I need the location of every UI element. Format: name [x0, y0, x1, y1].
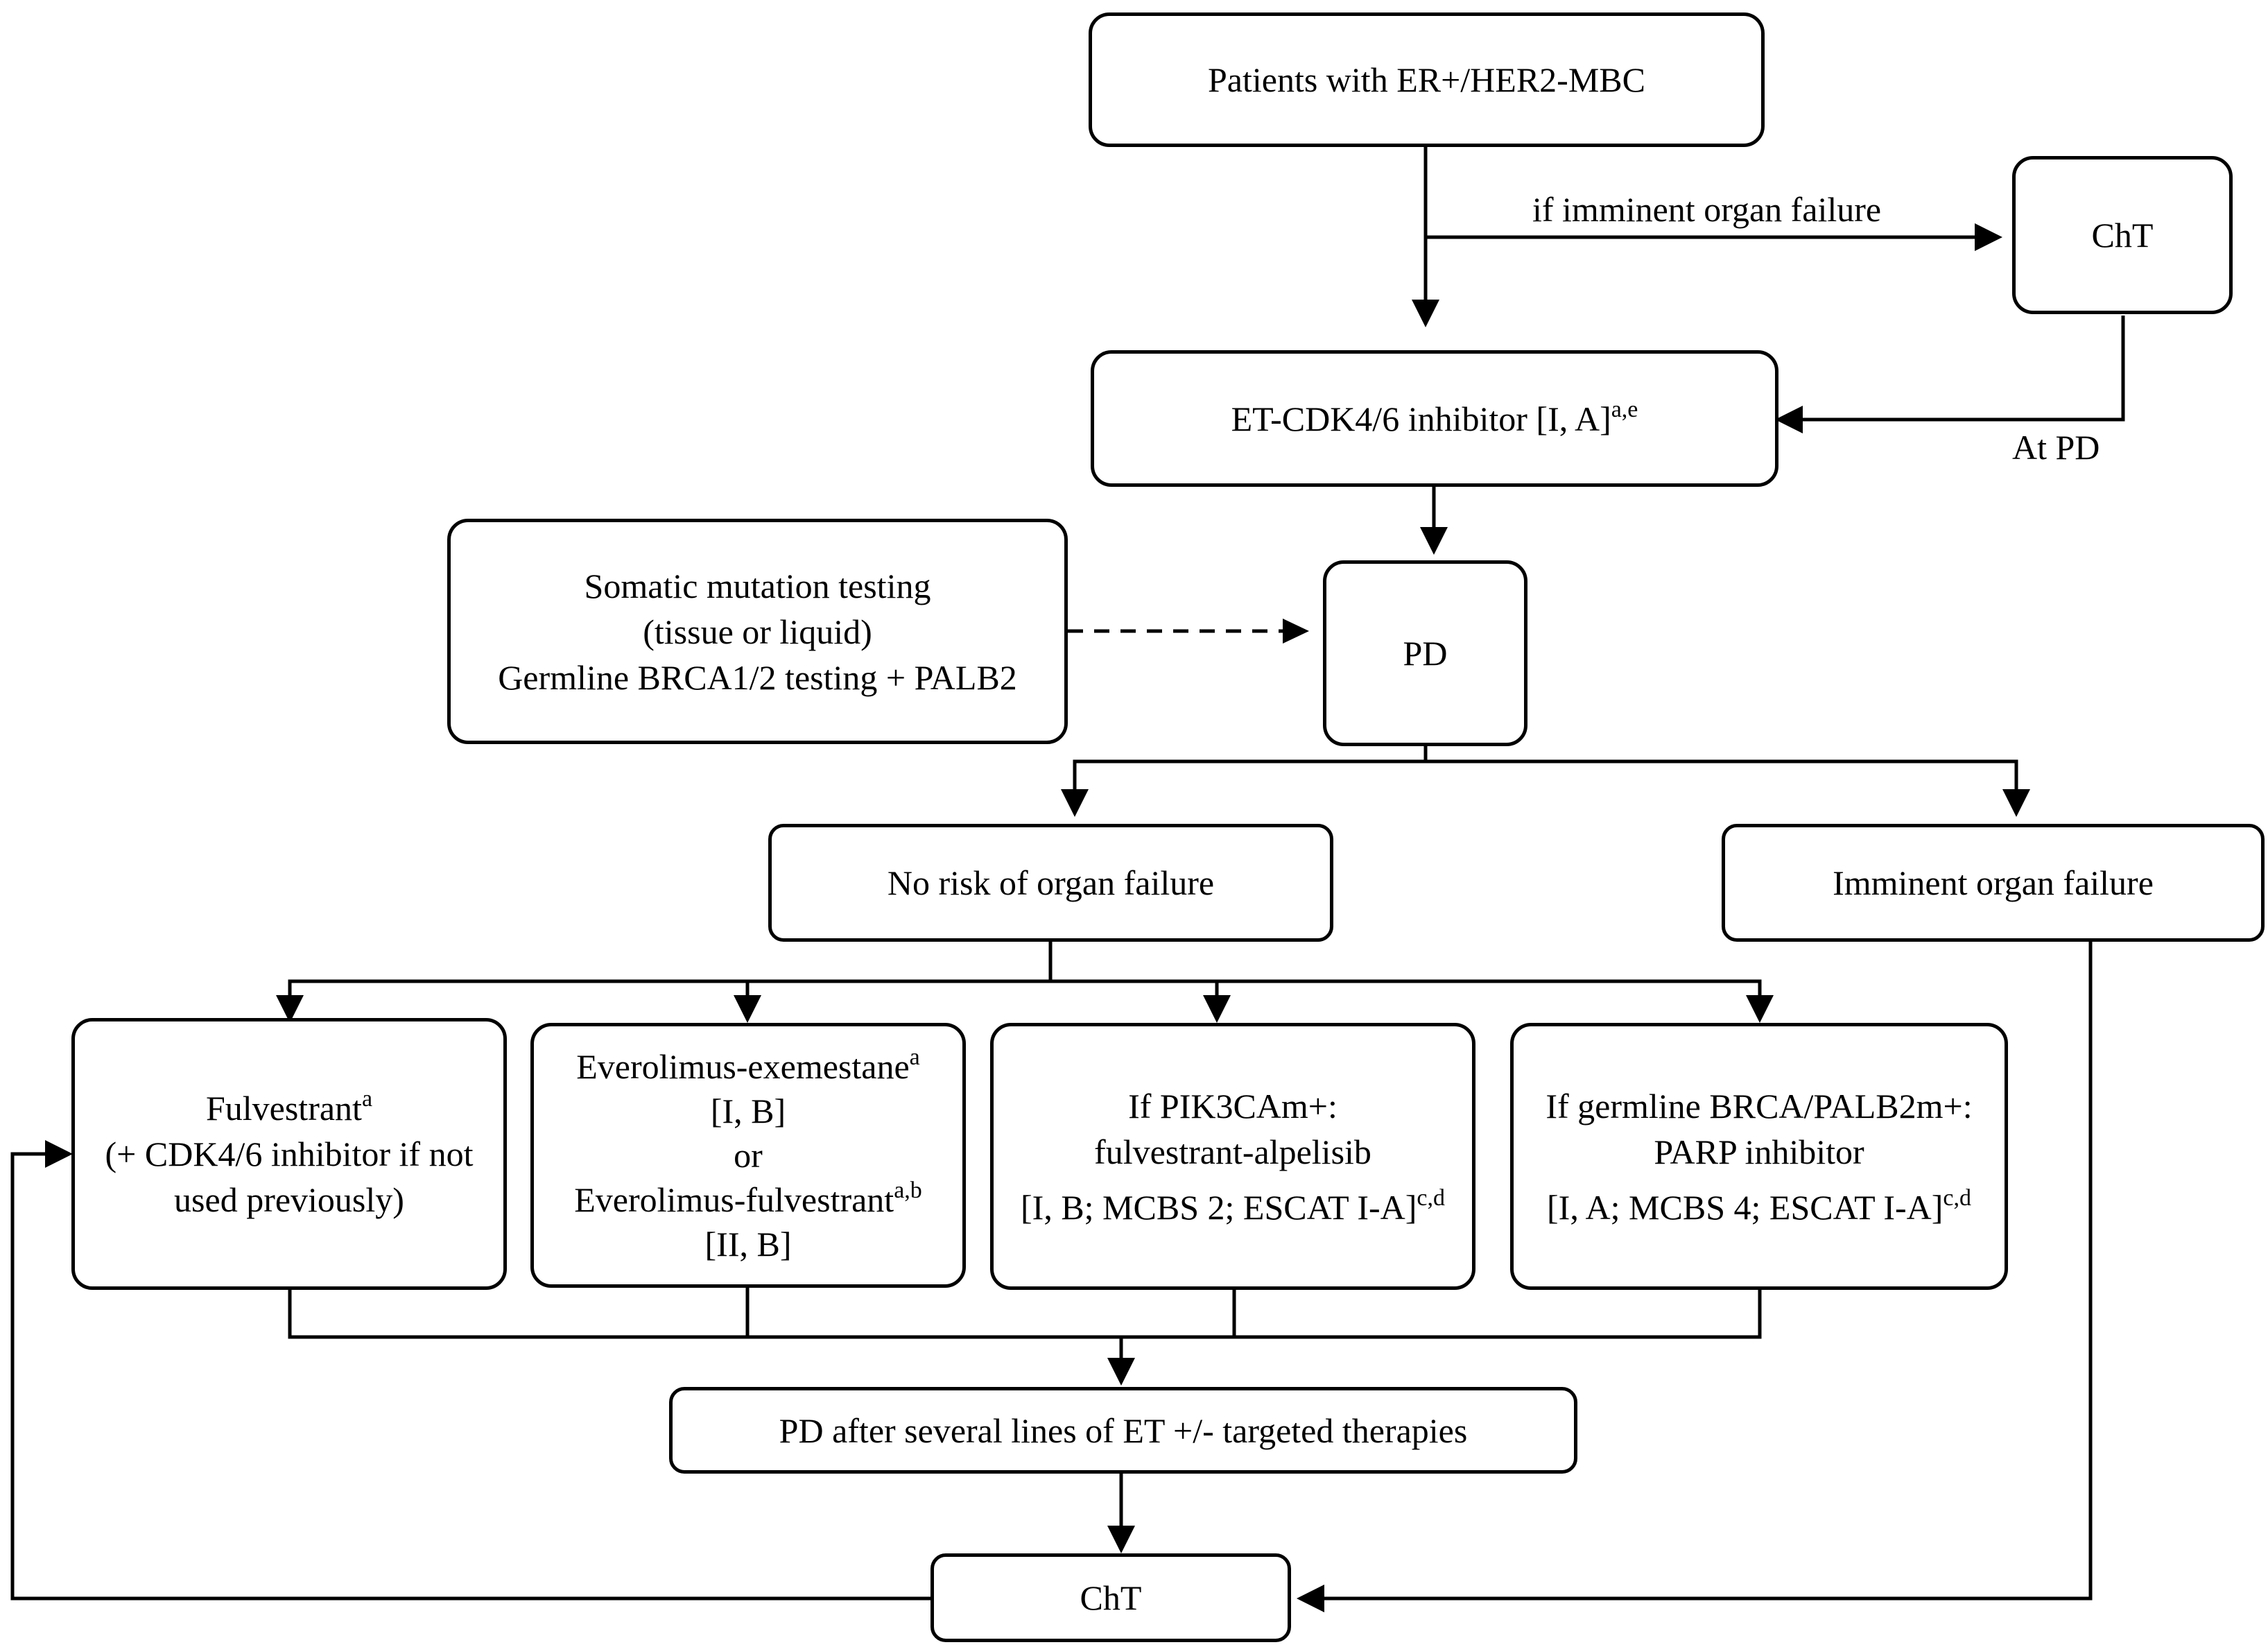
node-fulvestrant: Fulvestranta (+ CDK4/6 inhibitor if not … [71, 1018, 507, 1290]
everolimus-line2: [I, B] [710, 1092, 786, 1130]
node-imminent: Imminent organ failure [1722, 824, 2265, 942]
fulvestrant-line3: used previously) [174, 1180, 404, 1219]
arrowhead [734, 995, 761, 1023]
brca-line1: If germline BRCA/PALB2m+: [1546, 1086, 1973, 1126]
node-cht-bottom-text: ChT [1080, 1578, 1142, 1617]
node-pd-text: PD [1403, 634, 1448, 673]
edge-norisk-split [288, 941, 1053, 1009]
arrowhead [1107, 1358, 1135, 1386]
edge-merge [288, 1288, 1762, 1339]
node-pd-after-text: PD after several lines of ET +/- targete… [779, 1411, 1468, 1450]
pik3ca-line2: fulvestrant-alpelisib [1094, 1132, 1371, 1171]
node-pik3ca: If PIK3CAm+: fulvestrant-alpelisib [I, B… [990, 1023, 1475, 1290]
arrowhead [276, 995, 304, 1023]
node-everolimus: Everolimus-exemestanea [I, B] or Everoli… [530, 1023, 966, 1288]
edge-cht-to-et [1785, 316, 2125, 422]
edge-norisk-to-brca [1217, 979, 1762, 1009]
arrowhead [1412, 300, 1439, 327]
node-brca: If germline BRCA/PALB2m+: PARP inhibitor… [1510, 1023, 2008, 1290]
node-cht-top: ChT [2012, 156, 2233, 314]
arrowhead [1297, 1585, 1324, 1612]
arrowhead [1775, 406, 1803, 433]
fulvestrant-line1: Fulvestrant [205, 1089, 362, 1128]
node-no-risk: No risk of organ failure [768, 824, 1333, 942]
edge-pd-to-imminent [1426, 759, 2018, 803]
node-patients: Patients with ER+/HER2-MBC [1089, 12, 1765, 147]
node-no-risk-text: No risk of organ failure [887, 863, 1215, 902]
everolimus-sup1: a [909, 1044, 920, 1071]
testing-line3: Germline BRCA1/2 testing + PALB2 [498, 657, 1017, 697]
label-at-pd: At PD [2012, 428, 2100, 467]
pik3ca-sup: c,d [1417, 1184, 1445, 1211]
brca-line2: PARP inhibitor [1654, 1132, 1864, 1171]
arrowhead [45, 1140, 73, 1168]
node-et-cdk: ET-CDK4/6 inhibitor [I, A]a,e [1091, 350, 1778, 487]
arrowhead [1061, 789, 1089, 817]
edge-norisk-to-pik [1050, 979, 1219, 1009]
edge-pd-split [1073, 744, 1428, 803]
arrowhead [2002, 789, 2030, 817]
node-pd-after: PD after several lines of ET +/- targete… [669, 1387, 1577, 1474]
node-imminent-text: Imminent organ failure [1833, 863, 2154, 902]
arrowhead [1203, 995, 1231, 1023]
everolimus-line1: Everolimus-exemestane [576, 1047, 910, 1086]
node-cht-top-text: ChT [2091, 216, 2154, 255]
node-pd: PD [1323, 560, 1527, 746]
fulvestrant-sup: a [361, 1086, 373, 1112]
node-et-cdk-text: ET-CDK4/6 inhibitor [I, A] [1231, 399, 1611, 438]
arrowheads [45, 223, 2030, 1612]
arrowhead [1283, 619, 1309, 644]
brca-sup: c,d [1943, 1184, 1971, 1211]
pik3ca-line3: [I, B; MCBS 2; ESCAT I-A] [1021, 1187, 1417, 1227]
testing-line2: (tissue or liquid) [643, 612, 872, 651]
everolimus-line4: Everolimus-fulvestrant [574, 1180, 894, 1219]
edge-imminent-to-cht [1307, 942, 2093, 1601]
arrowhead [1420, 527, 1448, 555]
node-patients-text: Patients with ER+/HER2-MBC [1207, 60, 1645, 99]
pik3ca-line1: If PIK3CAm+: [1128, 1086, 1338, 1126]
everolimus-line3: or [734, 1136, 763, 1175]
arrowhead [1975, 223, 2002, 251]
fulvestrant-line2: (+ CDK4/6 inhibitor if not [105, 1135, 474, 1173]
label-if-imminent: if imminent organ failure [1532, 190, 1882, 229]
edge-cht-loop [10, 1152, 930, 1601]
everolimus-line5: [II, B] [704, 1225, 792, 1264]
node-cht-bottom: ChT [930, 1553, 1291, 1642]
testing-line1: Somatic mutation testing [584, 566, 931, 605]
arrowhead [1107, 1526, 1135, 1553]
arrowhead [1746, 995, 1774, 1023]
node-et-cdk-sup: a,e [1611, 396, 1638, 422]
brca-line3: [I, A; MCBS 4; ESCAT I-A] [1547, 1187, 1944, 1227]
everolimus-sup4: a,b [894, 1178, 922, 1204]
node-testing: Somatic mutation testing (tissue or liqu… [447, 519, 1068, 744]
